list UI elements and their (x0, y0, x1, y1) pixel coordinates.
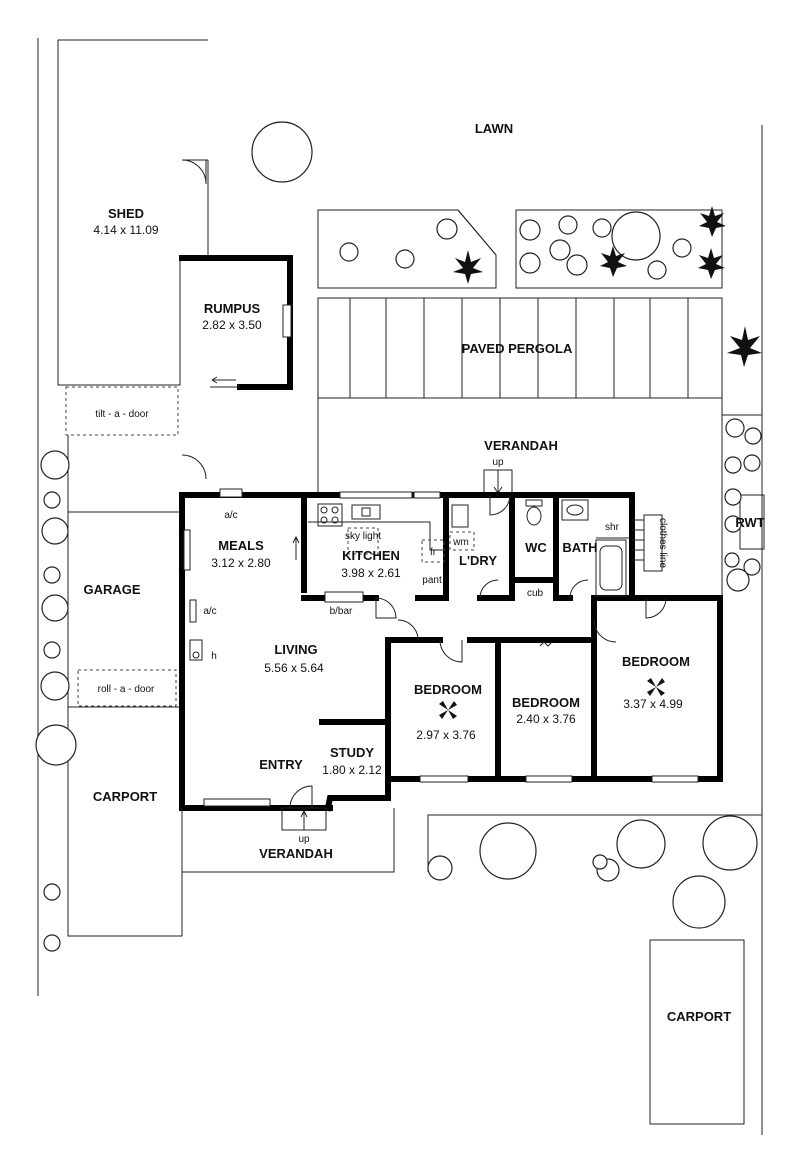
rumpus-dims: 2.82 x 3.50 (202, 318, 262, 332)
meals-dims: 3.12 x 2.80 (211, 556, 271, 570)
cupboard-label: cub (527, 588, 544, 599)
fridge-label: fr (430, 547, 437, 558)
palm-icons (453, 206, 762, 367)
rumpus-label: RUMPUS (204, 301, 261, 316)
rwt-label: RWT (735, 515, 764, 530)
entry-label: ENTRY (259, 757, 303, 772)
bedroom2-dims: 2.40 x 3.76 (516, 712, 576, 726)
verandah-rear-label: VERANDAH (484, 438, 558, 453)
shed-label: SHED (108, 206, 144, 221)
ac-side-label: a/c (203, 606, 216, 617)
study-label: STUDY (330, 745, 374, 760)
rear-verandah-right-edge (632, 398, 723, 599)
bedroom1-label: BEDROOM (414, 682, 482, 697)
cooktop (317, 503, 343, 527)
clothes-line-label: clothes line (657, 518, 668, 568)
bath-label: BATH (562, 540, 597, 555)
sliding-door-arrow (211, 376, 236, 384)
wm-label: wm (452, 537, 469, 548)
up-rear-label: up (492, 457, 504, 468)
fan-icon (439, 701, 457, 719)
tilt-a-door-label: tilt - a - door (95, 409, 149, 420)
fridge-space (421, 539, 445, 563)
front-garden-edge (427, 814, 762, 872)
tilt-a-door-area (65, 386, 179, 436)
fan-icon (647, 678, 665, 696)
front-verandah (181, 808, 395, 873)
carport-left-label: CARPORT (93, 789, 157, 804)
roll-a-door-area (77, 669, 177, 707)
roll-a-door-label: roll - a - door (98, 684, 155, 695)
shower-label: shr (605, 522, 620, 533)
up-front-label: up (298, 834, 310, 845)
carport-right (649, 939, 745, 1125)
clothes-line (643, 514, 663, 572)
study-dims: 1.80 x 2.12 (322, 763, 382, 777)
ac-top-label: a/c (224, 510, 237, 521)
house-outer-wall-east (317, 492, 723, 782)
wc-label: WC (525, 540, 547, 555)
bedroom3-dims: 3.37 x 4.99 (623, 697, 683, 711)
garage-label: GARAGE (83, 582, 140, 597)
garage-door-swing (181, 454, 207, 480)
kitchen-label: KITCHEN (342, 548, 400, 563)
living-dims: 5.56 x 5.64 (264, 661, 324, 675)
garden-bed-right (515, 209, 723, 289)
paved-pergola-label: PAVED PERGOLA (462, 341, 573, 356)
sink (351, 504, 381, 520)
toilet (526, 506, 542, 526)
pantry-label: pant (422, 575, 442, 586)
kitchen-dims: 3.98 x 2.61 (341, 566, 401, 580)
paved-pergola (317, 297, 723, 399)
tree-icons (35, 121, 762, 952)
bathtub (595, 539, 627, 597)
carport-right-label: CARPORT (667, 1009, 731, 1024)
bedroom1-dims: 2.97 x 3.76 (416, 728, 476, 742)
laundry-label: L'DRY (459, 553, 497, 568)
skylight-label: sky light (345, 531, 381, 542)
heater-label: h (211, 651, 217, 662)
skylight (347, 527, 379, 555)
living-label: LIVING (274, 642, 317, 657)
shed-door (181, 159, 207, 185)
house-outer-wall-west (179, 492, 333, 811)
breakfast-bar-label: b/bar (330, 606, 353, 617)
bedroom2-label: BEDROOM (512, 695, 580, 710)
shed-dims: 4.14 x 11.09 (93, 223, 158, 237)
breakfast-bar (324, 591, 364, 603)
windows (183, 491, 699, 807)
house-outer-wall-south (324, 776, 597, 812)
lawn-label: LAWN (475, 121, 513, 136)
verandah-front-label: VERANDAH (259, 846, 333, 861)
doors (289, 494, 667, 809)
bedroom3-label: BEDROOM (622, 654, 690, 669)
rumpus-window (282, 304, 292, 338)
garden-bed-left (317, 209, 497, 289)
meals-label: MEALS (218, 538, 264, 553)
